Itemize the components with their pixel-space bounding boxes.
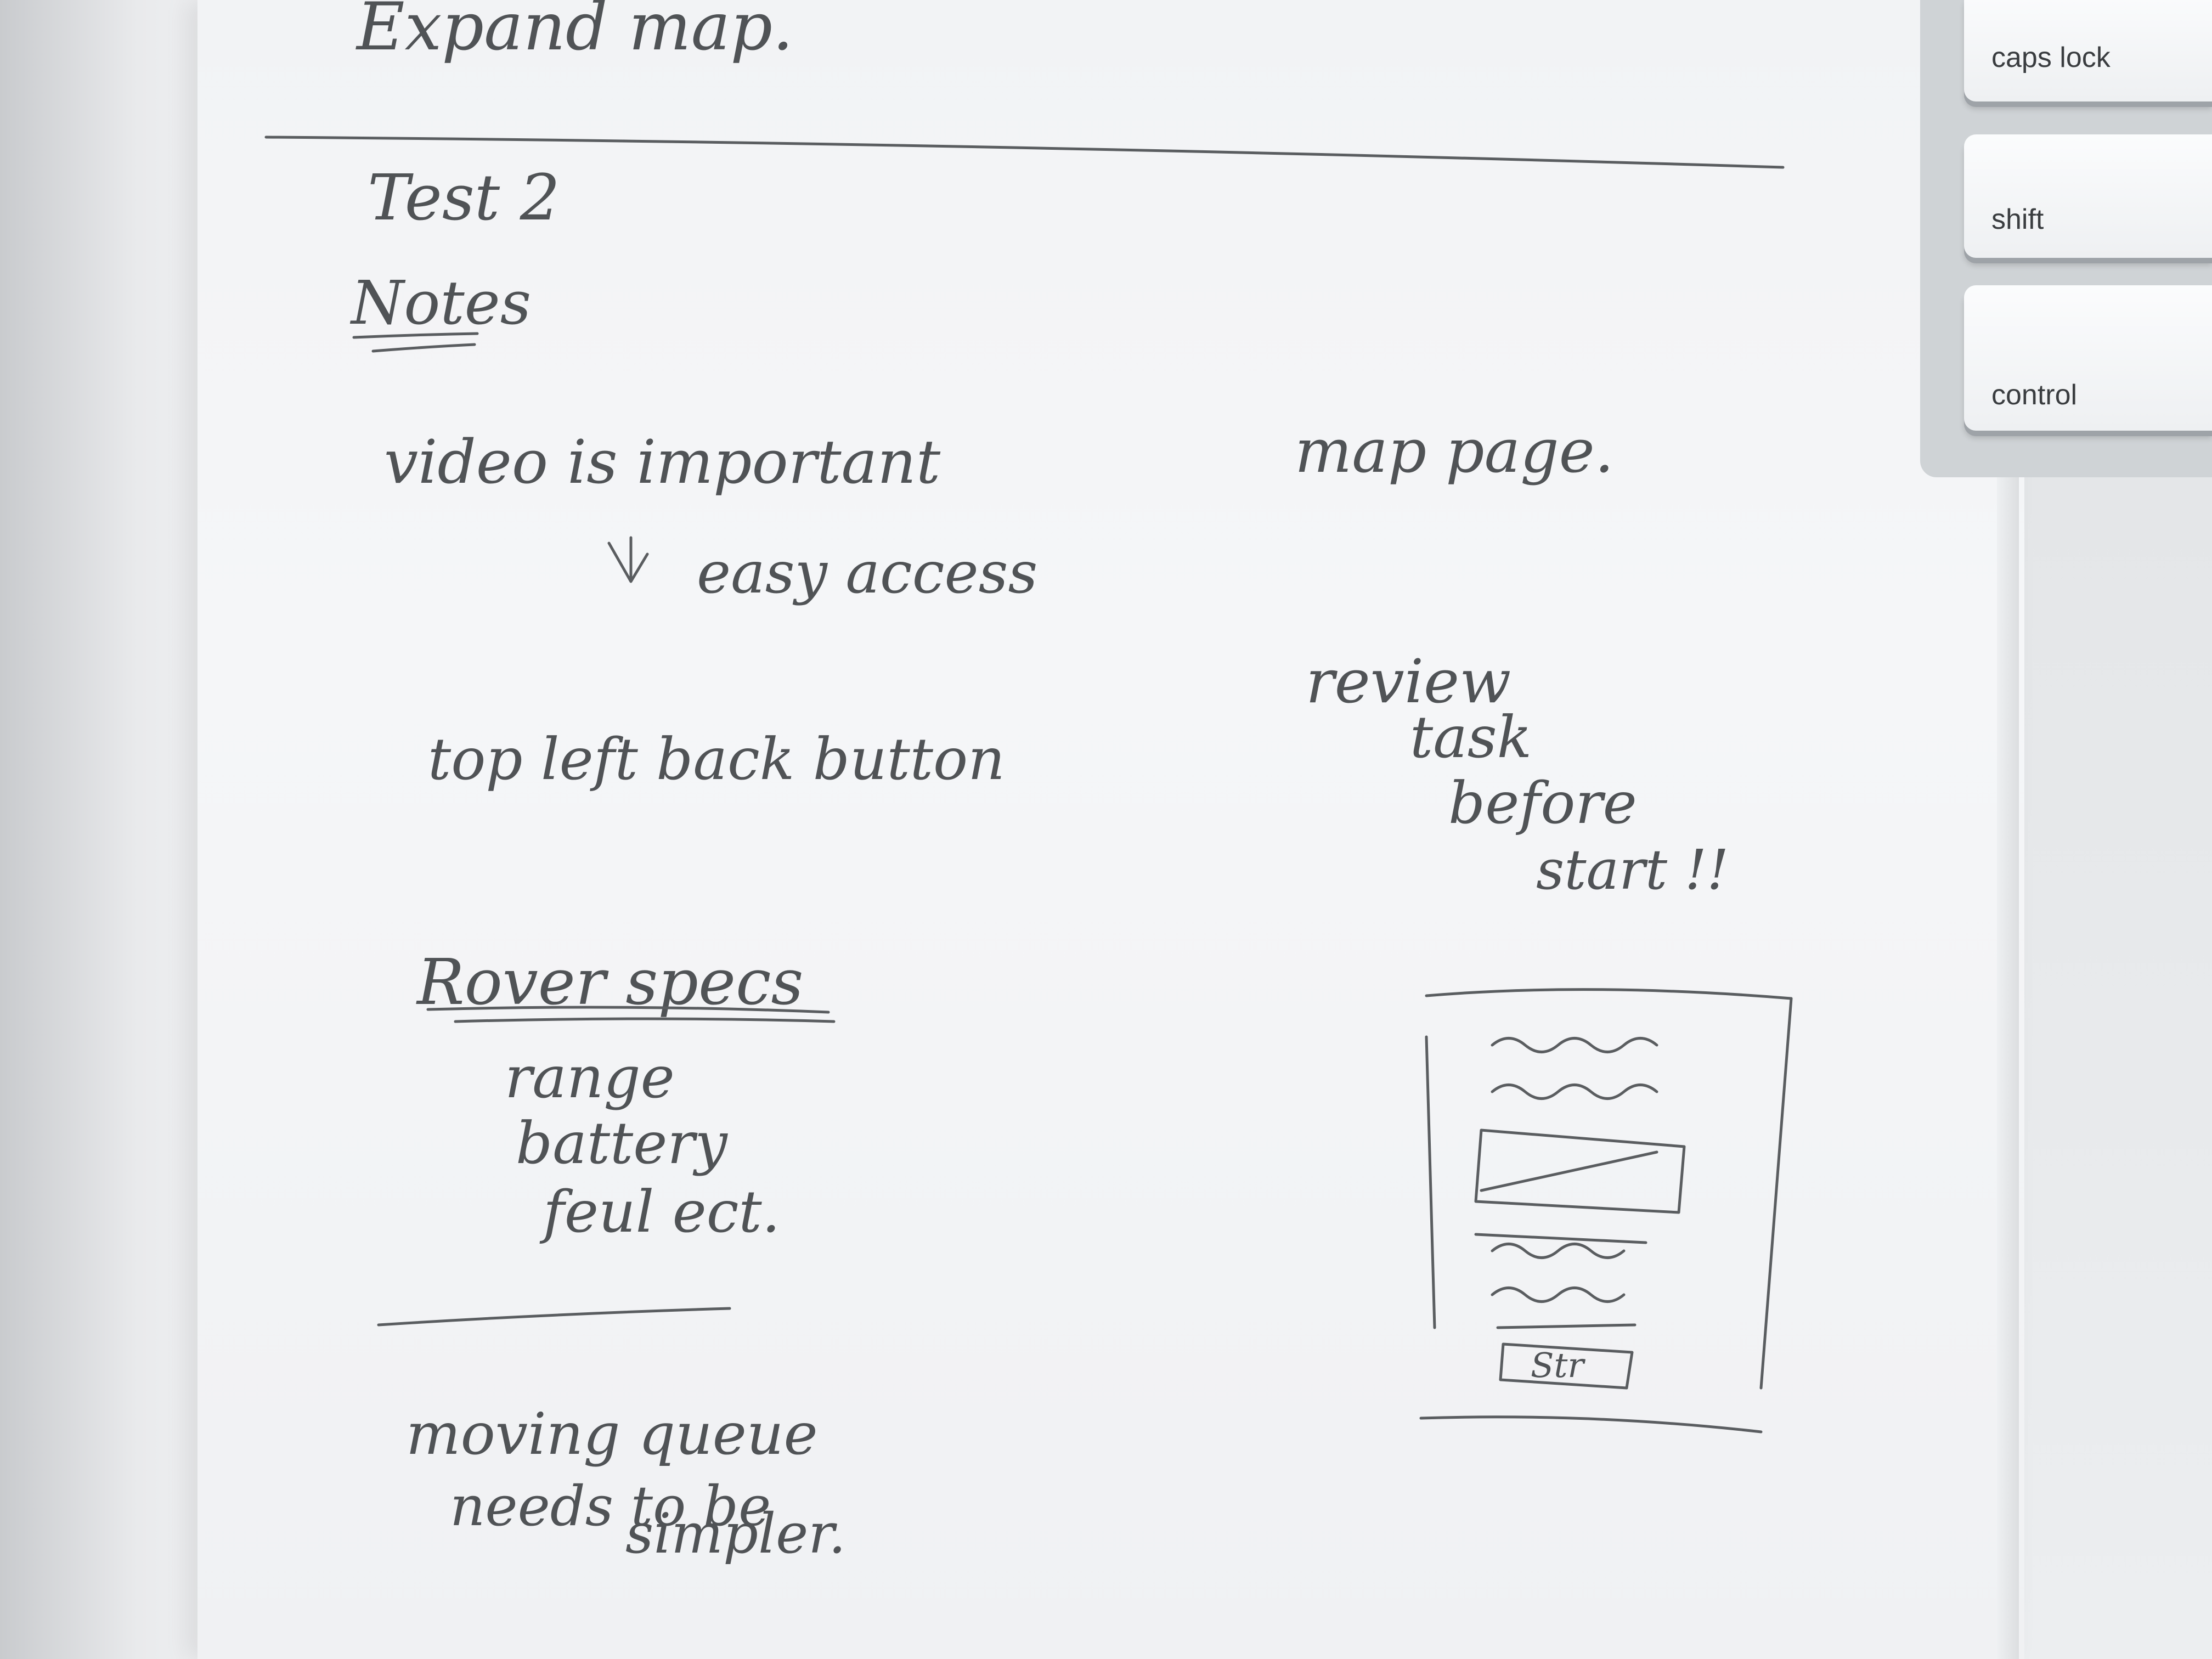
key-shift-label: shift — [1991, 204, 2044, 235]
key-control-label: control — [1991, 379, 2078, 411]
notebook-binding — [0, 0, 230, 1659]
note-simpler: simpler. — [625, 1502, 846, 1566]
divider-top — [264, 136, 1785, 169]
notes-underline-2 — [371, 343, 476, 353]
test-title: Test 2 — [368, 161, 560, 235]
note-map-page: map page. — [1295, 416, 1614, 486]
sketch-bottom-edge — [1419, 1415, 1763, 1434]
notebook-page — [198, 0, 2024, 1659]
note-needs-to-be: needs to be — [450, 1474, 771, 1538]
sketch-start-button-label: Str — [1531, 1345, 1585, 1385]
sketch-text-line-2 — [1491, 1084, 1658, 1100]
phone-wireframe-sketch: Str — [1419, 988, 1793, 1434]
sketch-text-line-5 — [1496, 1323, 1637, 1329]
sketch-left-edge — [1425, 1035, 1436, 1329]
sketch-text-line-4 — [1491, 1286, 1626, 1303]
sketch-top-edge — [1425, 988, 1793, 1000]
sketch-caption-line — [1474, 1233, 1647, 1244]
note-task: task — [1410, 704, 1532, 771]
divider-bottom-left — [377, 1307, 731, 1327]
note-feul-ect: feul ect. — [539, 1178, 780, 1245]
note-range: range — [505, 1044, 675, 1111]
sketch-text-line-1 — [1491, 1037, 1658, 1053]
arrow-down-icon — [607, 536, 649, 583]
note-video-important: video is important — [384, 427, 941, 497]
rover-specs-underline-2 — [454, 1017, 836, 1023]
heading-expand-map: Expand map. — [356, 0, 793, 65]
notebook-page-edge — [1997, 450, 2019, 1659]
sketch-text-line-3 — [1491, 1243, 1626, 1259]
sketch-right-edge — [1759, 997, 1793, 1390]
note-start: start !! — [1536, 838, 1729, 902]
note-back-button: top left back button — [428, 726, 1005, 793]
key-caps-lock-label: caps lock — [1991, 42, 2111, 74]
note-review: review — [1306, 646, 1511, 716]
sketch-start-button — [1499, 1342, 1634, 1390]
sketch-image-placeholder — [1474, 1128, 1686, 1214]
note-before: before — [1448, 770, 1637, 837]
notes-section-title: Notes — [349, 268, 531, 338]
key-shift: shift — [1964, 134, 2212, 258]
rover-specs-underline-1 — [426, 1006, 830, 1014]
note-easy-access: easy access — [697, 539, 1037, 606]
note-moving-queue: moving queue — [406, 1401, 818, 1468]
key-caps-lock: caps lock — [1964, 0, 2212, 101]
key-control: control — [1964, 285, 2212, 431]
note-battery: battery — [516, 1110, 729, 1177]
notes-underline-1 — [352, 332, 479, 339]
